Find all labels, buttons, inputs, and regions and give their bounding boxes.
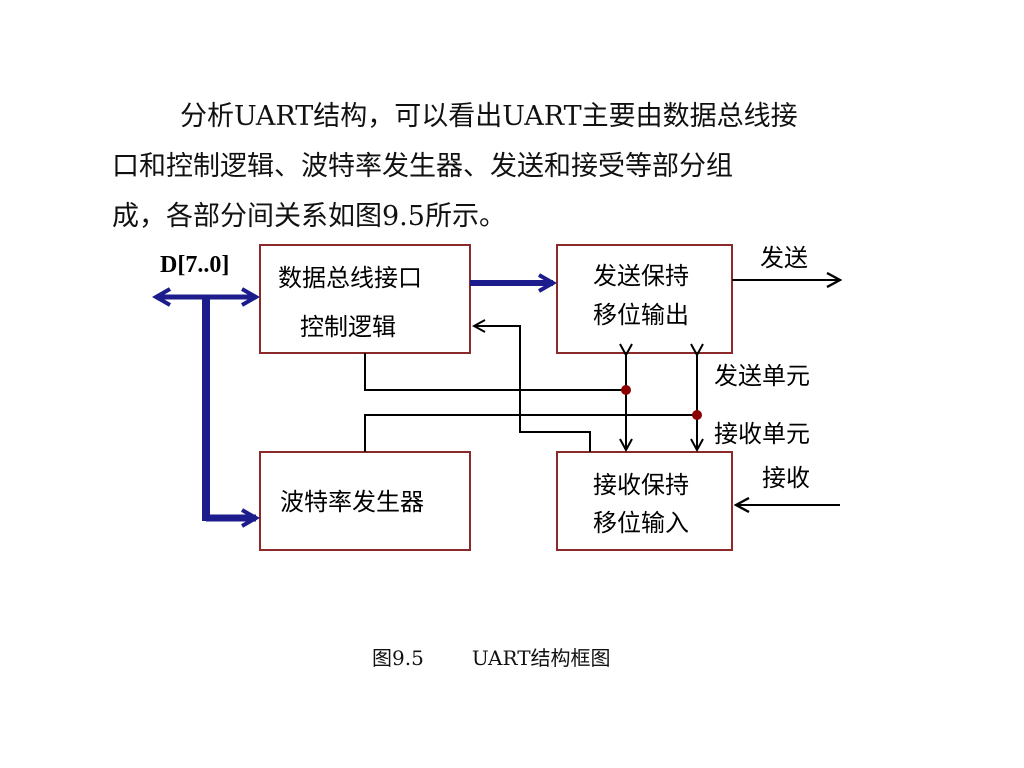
tx-unit-label: 发送单元 — [714, 363, 810, 390]
tx-shift-line2: 移位输出 — [593, 302, 689, 329]
intro-paragraph: 分析UART结构，可以看出UART主要由数据总线接 口和控制逻辑、波特率发生器、… — [112, 92, 912, 242]
receive-label: 接收 — [762, 465, 810, 492]
bus-interface-line2: 控制逻辑 — [300, 314, 396, 341]
tx-shift-block — [556, 244, 733, 354]
figure-title: UART结构框图 — [471, 646, 611, 670]
tx-shift-line1: 发送保持 — [593, 263, 689, 290]
status-feedback-line — [474, 326, 591, 452]
baud-gen-block — [259, 451, 471, 551]
bus-interface-block — [259, 244, 471, 354]
control-line-tx — [364, 353, 626, 391]
figure-caption: 图9.5 UART结构框图 — [372, 642, 611, 671]
paragraph-line-3: 成，各部分间关系如图9.5所示。 — [112, 201, 506, 232]
baud-gen-line1: 波特率发生器 — [280, 489, 424, 516]
control-line-rx — [364, 414, 697, 452]
rx-shift-block — [556, 451, 733, 551]
send-label: 发送 — [760, 245, 808, 272]
paragraph-line-2: 口和控制逻辑、波特率发生器、发送和接受等部分组 — [112, 151, 733, 182]
junction-dot-tx — [621, 385, 631, 395]
bus-label: D[7..0] — [160, 252, 229, 278]
rx-unit-label: 接收单元 — [714, 421, 810, 448]
bus-interface-line1: 数据总线接口 — [278, 265, 422, 292]
rx-shift-line2: 移位输入 — [593, 510, 689, 537]
rx-shift-line1: 接收保持 — [593, 472, 689, 499]
figure-number: 图9.5 — [372, 646, 424, 670]
junction-dot-rx — [692, 410, 702, 420]
paragraph-line-1: 分析UART结构，可以看出UART主要由数据总线接 — [180, 101, 798, 132]
